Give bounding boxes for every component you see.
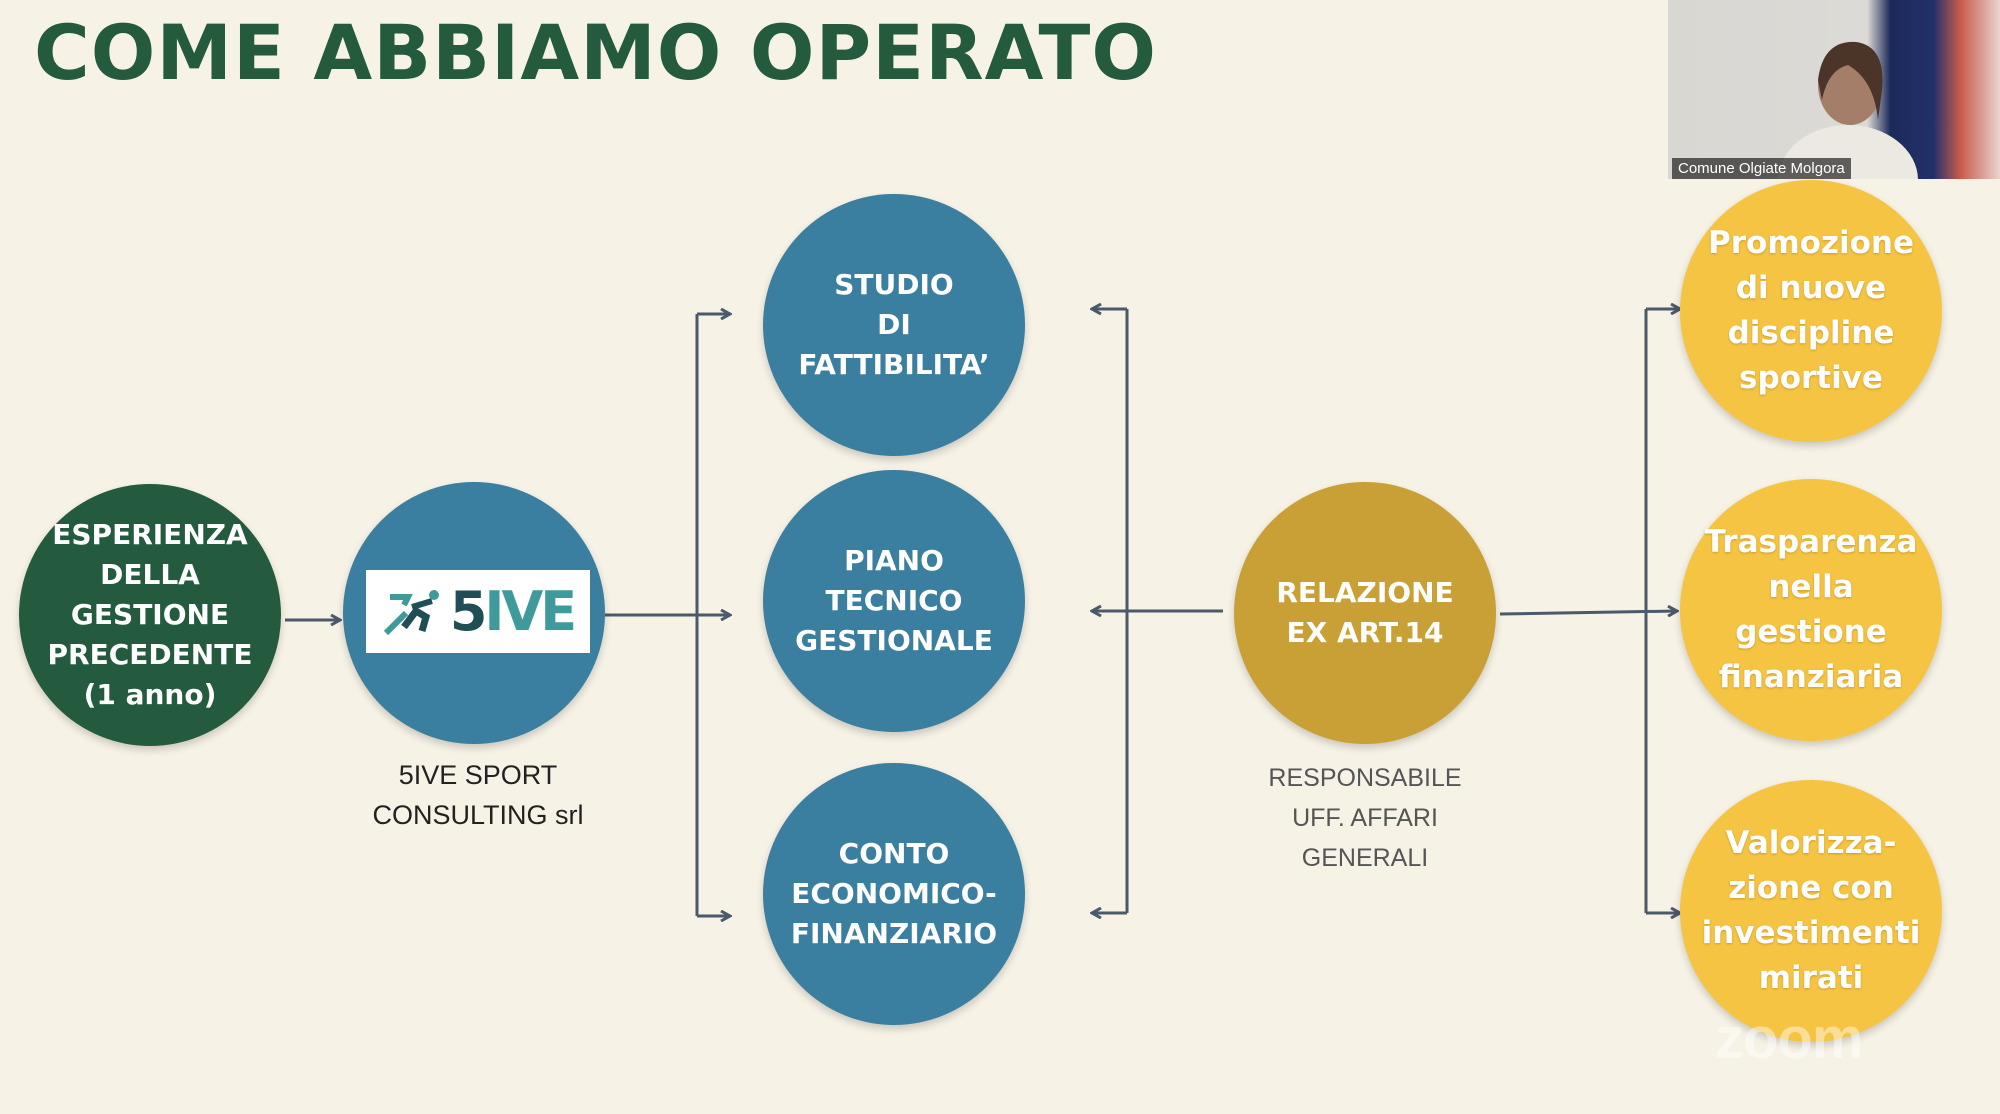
report-circle: RELAZIONE EX ART.14 (1234, 482, 1496, 744)
caption-line: CONSULTING srl (372, 800, 584, 830)
circle-text: gestione (1735, 614, 1887, 650)
5ive-logo: 5IVE (366, 570, 590, 653)
circle-text: PIANO (844, 544, 944, 577)
circle-text: zione con (1728, 870, 1894, 906)
caption-line: RESPONSABILE (1268, 764, 1462, 792)
slide-title: COME ABBIAMO OPERATO (34, 8, 1157, 97)
caption-line: GENERALI (1301, 844, 1429, 872)
caption-line: UFF. AFFARI (1292, 804, 1438, 832)
circle-text: PRECEDENTE (47, 638, 253, 671)
consultant-caption: 5IVE SPORT CONSULTING srl (343, 755, 613, 835)
caption-line: 5IVE SPORT (398, 760, 558, 790)
circle-text: nella (1768, 569, 1854, 605)
circle-text: Valorizza- (1725, 825, 1897, 861)
circle-text: Promozione (1708, 225, 1914, 261)
circle-text: GESTIONALE (795, 624, 993, 657)
management-plan-circle: PIANO TECNICO GESTIONALE (763, 470, 1025, 732)
zoom-watermark: zoom (1715, 1006, 1863, 1071)
circle-text: RELAZIONE (1276, 576, 1454, 609)
participant-silhouette (1778, 41, 1918, 179)
circle-text: CONTO (838, 837, 950, 870)
circle-text: STUDIO (834, 268, 954, 301)
circle-text: TECNICO (825, 584, 963, 617)
circle-text: Trasparenza (1704, 524, 1918, 560)
circle-text: GESTIONE (70, 598, 230, 631)
participant-name: Comune Olgiate Molgora (1672, 158, 1851, 179)
circle-text: FATTIBILITA’ (798, 348, 990, 381)
circle-text: finanziaria (1718, 659, 1904, 695)
financial-account-circle: CONTO ECONOMICO- FINANZIARIO (763, 763, 1025, 1025)
circle-text: (1 anno) (83, 678, 217, 711)
previous-management-circle: ESPERIENZA DELLA GESTIONE PRECEDENTE (1 … (19, 484, 281, 746)
circle-text: DELLA (100, 558, 200, 591)
circle-text: ECONOMICO- (791, 877, 997, 910)
goal-circle-transparency: Trasparenza nella gestione finanziaria (1680, 479, 1942, 741)
circle-text: sportive (1739, 360, 1883, 396)
circle-text: FINANZIARIO (790, 917, 998, 950)
runner-icon (383, 589, 439, 635)
circle-text: ESPERIENZA (52, 518, 248, 551)
report-caption: RESPONSABILE UFF. AFFARI GENERALI (1230, 758, 1500, 878)
circle-text: discipline (1727, 315, 1895, 351)
circle-text: investimenti (1701, 915, 1921, 951)
logo-number: 5 (449, 580, 488, 643)
circle-text: EX ART.14 (1286, 616, 1444, 649)
circle-text: mirati (1758, 960, 1864, 996)
circle-text: di nuove (1735, 270, 1887, 306)
logo-text: IVE (484, 580, 577, 643)
feasibility-study-circle: STUDIO DI FATTIBILITA’ (763, 194, 1025, 456)
circle-text: DI (877, 308, 911, 341)
goal-circle-promotion: Promozione di nuove discipline sportive (1680, 180, 1942, 442)
goal-circle-valorization: Valorizza- zione con investimenti mirati (1680, 780, 1942, 1042)
participant-video-tile[interactable]: Comune Olgiate Molgora (1668, 0, 2000, 179)
arrow-report-to-goals (1499, 611, 1677, 614)
